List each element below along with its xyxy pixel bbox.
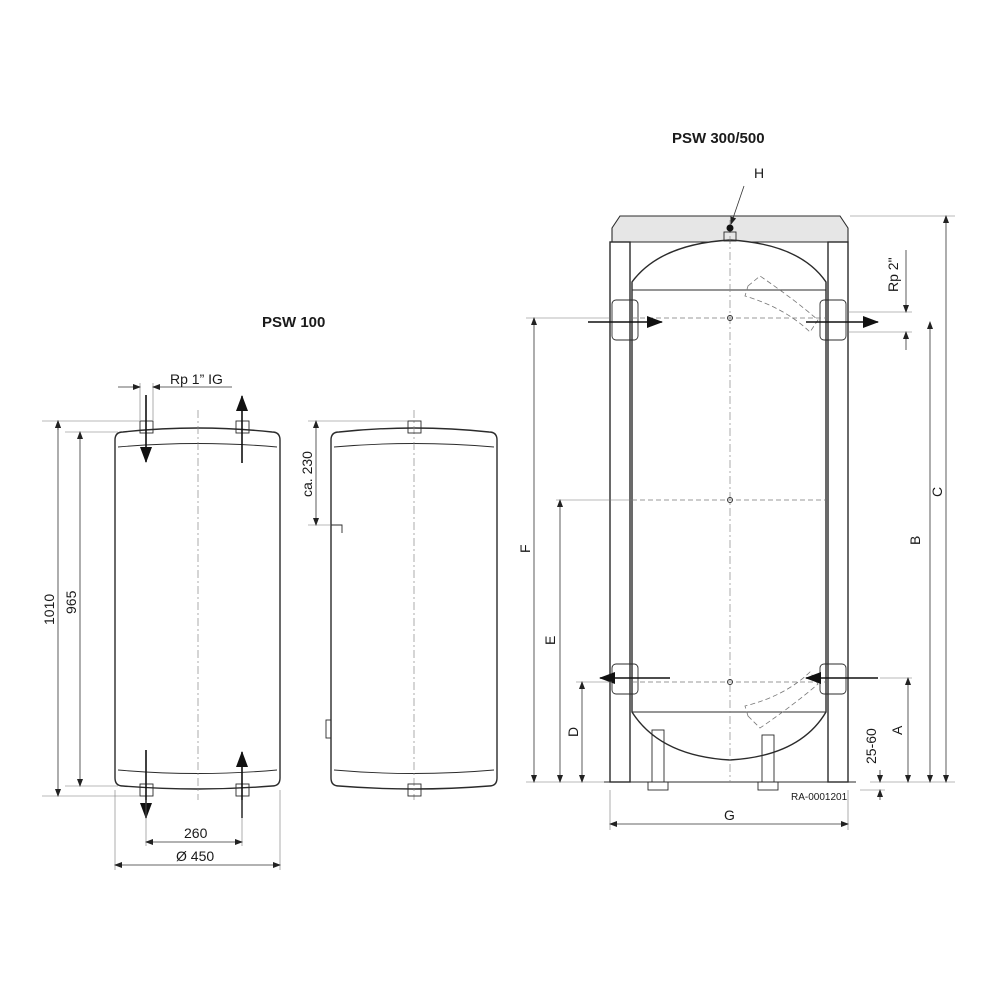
psw300-label-c: C (929, 487, 945, 497)
drawing-reference: RA-0001201 (791, 792, 848, 803)
psw100-title: PSW 100 (262, 314, 325, 331)
psw300-500-view: H (588, 165, 879, 791)
psw100-side-dim: ca. 230 (299, 451, 315, 497)
psw300-label-feet: 25-60 (863, 728, 879, 764)
psw100-height-upper: 965 (63, 590, 79, 614)
psw300-label-rp2: Rp 2" (885, 257, 901, 292)
psw100-front-view (114, 395, 281, 819)
psw100-connection-label: Rp 1” IG (170, 371, 223, 387)
psw300-label-a: A (889, 725, 905, 735)
psw300-label-h: H (754, 165, 764, 181)
psw100-height-total: 1010 (41, 594, 57, 625)
psw300-label-g: G (724, 807, 735, 823)
psw300-label-d: D (565, 727, 581, 737)
psw100-side-view: ca. 230 (299, 410, 498, 800)
psw100-diameter: Ø 450 (176, 848, 214, 864)
psw300-label-b: B (907, 536, 923, 545)
psw300-500-title: PSW 300/500 (672, 130, 765, 147)
psw100-width-connections: 260 (184, 825, 208, 841)
psw300-label-f: F (517, 544, 533, 553)
psw300-label-e: E (542, 636, 558, 645)
psw100-dimensions: Rp 1” IG 1010 965 260 Ø 450 (41, 371, 281, 870)
psw300-500-dimensions: Rp 2" C B A 25-60 F E D G (517, 215, 955, 830)
